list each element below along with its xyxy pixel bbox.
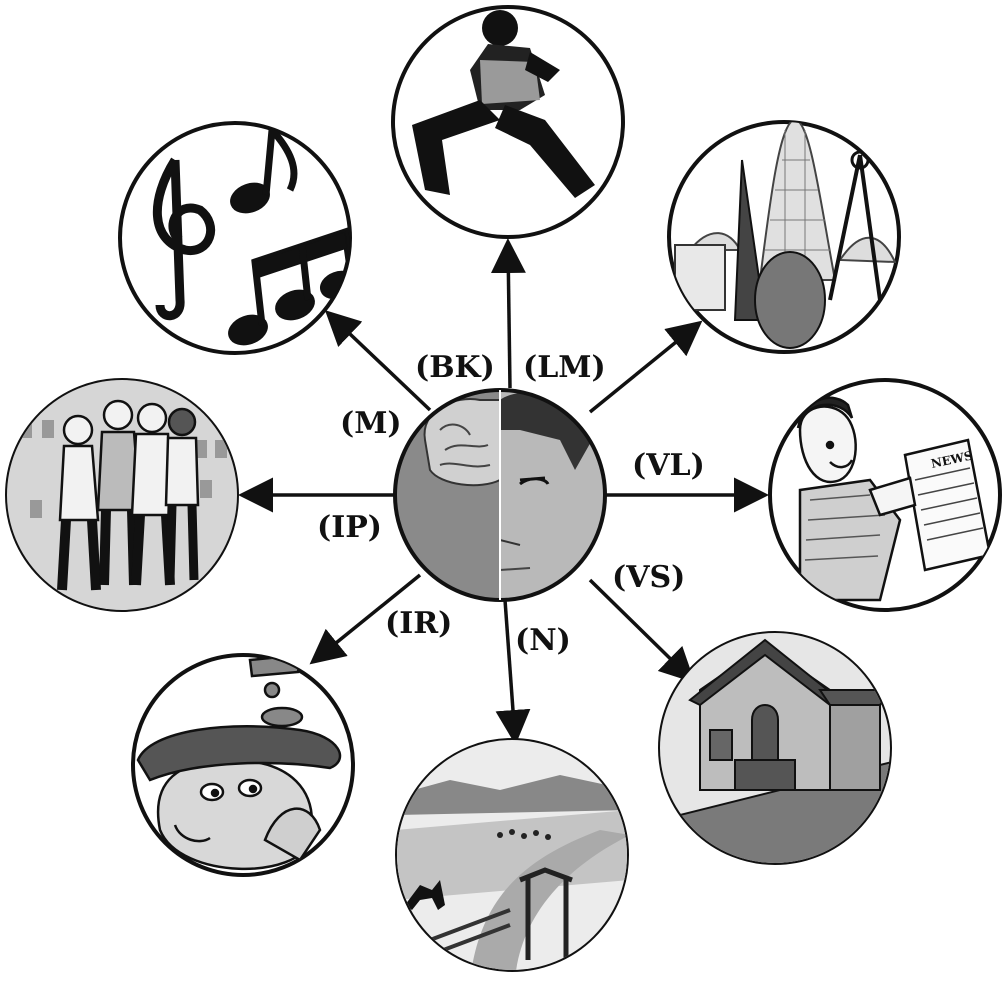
arrow-to-landscape (505, 600, 515, 738)
node-friends (0, 380, 240, 620)
label-m: (M) (340, 406, 402, 441)
label-ir: (IR) (385, 606, 452, 641)
node-thinker (133, 655, 353, 875)
label-bk: (BK) (415, 350, 495, 385)
label-lm: (LM) (523, 350, 606, 385)
node-runner (393, 7, 623, 237)
label-ip: (IP) (317, 510, 382, 545)
node-landscape (395, 740, 635, 980)
arrow-to-runner (508, 245, 510, 388)
node-geometry (669, 120, 899, 352)
ranch-landscape-icon (395, 740, 635, 980)
label-vs: (VS) (612, 560, 685, 595)
node-music (120, 123, 359, 353)
node-center (395, 390, 605, 600)
node-reader: NEWS (770, 380, 1000, 610)
house-icon (660, 630, 900, 880)
label-n: (N) (515, 623, 571, 658)
arrow-to-geometry (590, 325, 697, 412)
label-vl: (VL) (632, 448, 705, 483)
node-house (660, 630, 900, 880)
